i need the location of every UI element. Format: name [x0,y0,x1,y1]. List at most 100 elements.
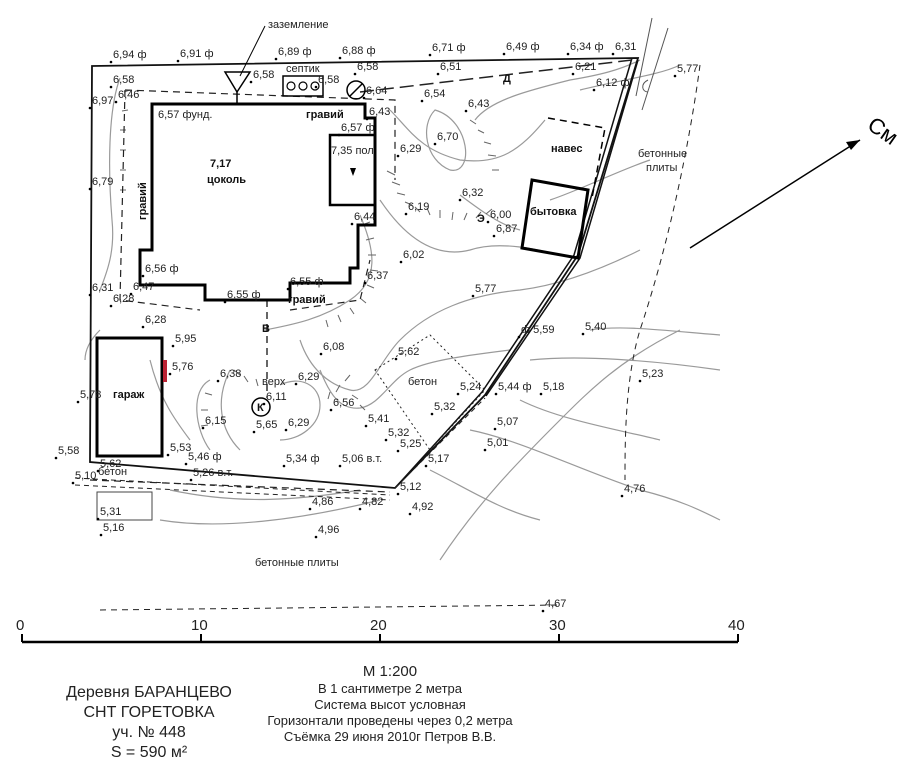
elevation-mark: 6,71 ф [432,42,466,54]
elevation-point [384,438,388,442]
elevation-point [141,325,145,329]
label-top: верх [262,376,286,388]
label-slabs-right-1: бетонные [638,148,687,160]
label-well: К [257,402,264,414]
survey-note: Съёмка 29 июня 2010г Петров В.В. [283,729,497,744]
elevation-point [420,99,424,103]
power-line [359,59,633,93]
grounding-icon [223,25,266,104]
elevation-mark: 5,77 [475,283,496,295]
elevation-point [129,292,133,296]
scale-tick-20: 20 [370,617,387,634]
garage [95,336,167,458]
elevation-point [502,52,506,56]
elevation-mark: 6,02 [403,249,424,261]
elevation-mark: 6,55 ф [290,276,324,288]
elevation-mark: 4,92 [412,501,433,513]
elevation-point [252,430,256,434]
concrete-area [374,334,486,451]
elevation-point [464,109,468,113]
elevation-mark: 5,12 [400,481,421,493]
cabin [520,117,606,260]
house [138,102,377,302]
elevation-mark: 6,28 [145,314,166,326]
elevation-point [201,426,205,430]
elevation-point [314,85,318,89]
elevation-mark: 6,47 [133,281,154,293]
elevation-point [430,412,434,416]
elevation-point [88,293,92,297]
plot-number: уч. № 448 [112,724,186,741]
label-line-v: В [262,323,270,335]
elevation-mark: ф 5,59 [521,324,555,336]
elevation-mark: 6,00 [490,209,511,221]
scale-tick-10: 10 [191,617,208,634]
elevation-mark: 5,77 [677,63,698,75]
label-gravel-vertical: гравий [137,182,149,220]
elevation-point [458,198,462,202]
elevation-point [673,74,677,78]
label-floor: 7,35 пол [331,145,374,157]
label-septic: септик [286,63,320,75]
elevation-mark: 5,53 [170,442,191,454]
elevation-point [433,142,437,146]
elevation-mark: 6,79 [92,176,113,188]
elevation-point [176,59,180,63]
elevation-mark: 5,06 в.т. [342,453,382,465]
elevation-point [282,464,286,468]
elevation-mark: 5,18 [543,381,564,393]
elevation-mark: 6,58 [253,69,274,81]
survey-info: М 1:200 В 1 сантиметре 2 метра Система в… [240,662,540,745]
elevation-point [314,535,318,539]
elevation-point [249,80,253,84]
scale-tick-30: 30 [549,617,566,634]
elevation-mark: 5,25 [400,438,421,450]
elevation-point [96,517,100,521]
elevation-point [109,60,113,64]
elevation-point [294,382,298,386]
elevation-point [428,53,432,57]
elevation-mark: 5,44 ф [498,381,532,393]
scale-note: В 1 сантиметре 2 метра [317,681,462,696]
elevation-mark: 6,87 [496,223,517,235]
elevation-mark: 5,31 [100,506,121,518]
elevation-mark: 6,43 [468,98,489,110]
elevation-point [338,56,342,60]
elevation-mark: 5,32 [388,427,409,439]
elevation-point [114,100,118,104]
elevation-point [396,449,400,453]
scale-bar: 0 10 20 30 40 [16,617,745,644]
elevation-point [99,533,103,537]
label-concrete: бетон [408,376,437,388]
elevation-point [171,344,175,348]
elevation-point [571,72,575,76]
elevation-mark: 6,54 [424,88,445,100]
elevation-point [337,133,341,137]
scale-text: М 1:200 [362,663,418,680]
scale-tick-40: 40 [728,617,745,634]
elevation-mark: 6,89 ф [278,46,312,58]
plot-boundary [89,57,640,489]
elevation-mark: 6,37 [367,270,388,282]
elevation-mark: 4,86 [312,496,333,508]
elevation-point [365,117,369,121]
north-arrow [689,139,861,249]
village-name: Деревня БАРАНЦЕВО [66,684,232,701]
elevation-point [486,220,490,224]
elevation-point [168,372,172,376]
contour-note: Горизонтали проведены через 0,2 метра [267,713,513,728]
elevation-point [363,281,367,285]
elevation-point [96,469,100,473]
road-lines [635,17,669,111]
elevation-point [404,212,408,216]
elevation-point [262,402,266,406]
elevation-mark: 6,32 [462,187,483,199]
elevation-point [581,332,585,336]
elevation-mark: 5,95 [175,333,196,345]
elevation-mark: 6,15 [205,415,226,427]
elevation-point [109,85,113,89]
elevation-point [436,72,440,76]
elevation-point [329,408,333,412]
elevation-point [338,464,342,468]
